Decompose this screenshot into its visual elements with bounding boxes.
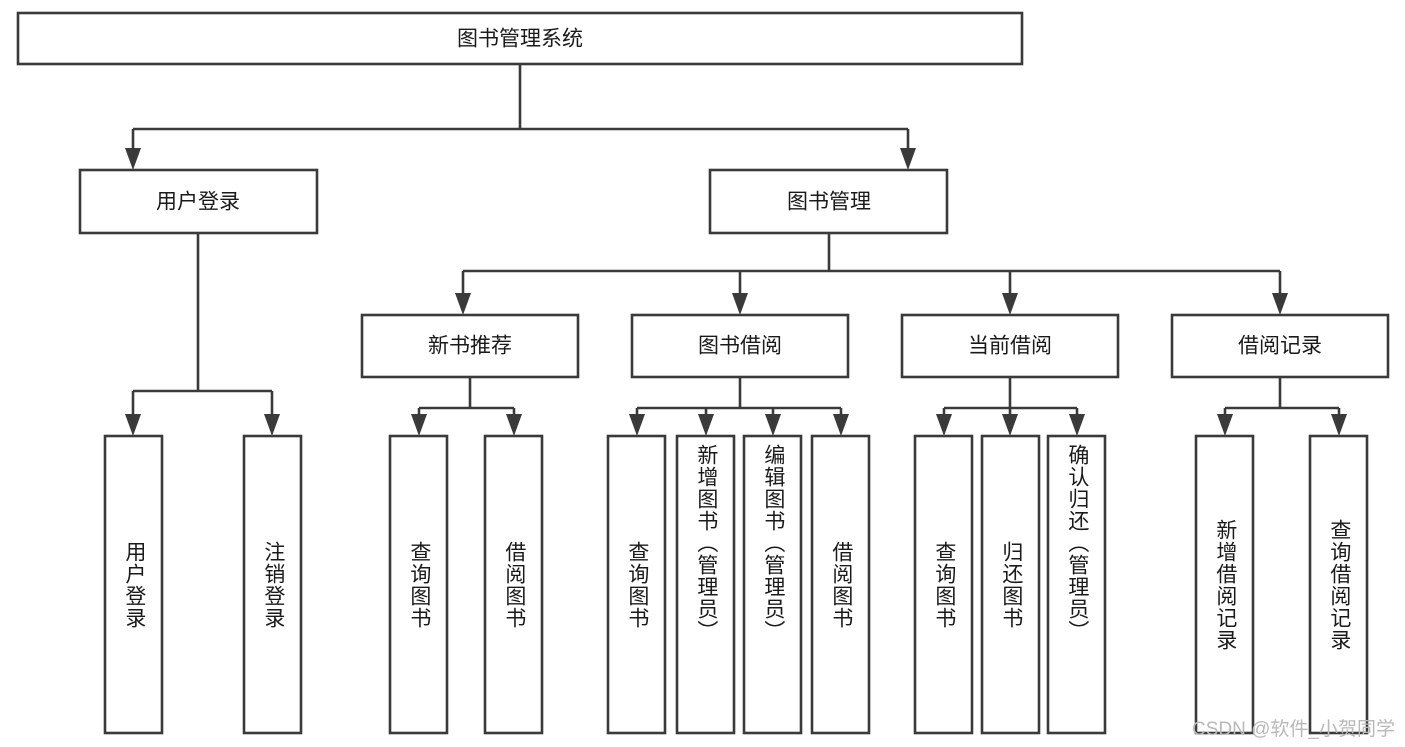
arrow-icon xyxy=(833,414,849,436)
arrow-icon xyxy=(411,414,427,436)
node-leaf-query-borrow-record-label-wrap: 查询借阅记录 xyxy=(1310,436,1367,733)
arrow-icon xyxy=(629,414,645,436)
node-leaf-add-book-admin-label: 新增图书（管理员） xyxy=(694,444,718,642)
node-new-book-recommend[interactable]: 新书推荐 xyxy=(360,313,580,379)
node-leaf-add-borrow-record-label: 新增借阅记录 xyxy=(1213,518,1237,651)
arrow-icon xyxy=(698,414,714,436)
node-leaf-add-borrow-record-label-wrap: 新增借阅记录 xyxy=(1196,436,1253,733)
arrow-icon xyxy=(264,414,280,436)
arrow-icon xyxy=(936,414,952,436)
connector-bookmgmt-to-level2 xyxy=(455,233,1288,315)
node-leaf-return-book[interactable] xyxy=(980,434,1041,735)
arrow-icon xyxy=(1002,293,1018,315)
node-leaf-return-book-label-wrap: 归还图书 xyxy=(982,436,1039,733)
node-leaf-borrow-book-1-label: 借阅图书 xyxy=(502,540,526,629)
arrow-icon xyxy=(900,148,916,170)
node-leaf-query-borrow-record[interactable] xyxy=(1308,434,1369,735)
node-book-borrow[interactable]: 图书借阅 xyxy=(630,313,850,379)
node-leaf-borrow-book-1[interactable] xyxy=(483,434,544,735)
node-book-management[interactable]: 图书管理 xyxy=(708,168,949,235)
node-leaf-borrow-book-2[interactable] xyxy=(810,434,871,735)
node-borrow-record-label: 借阅记录 xyxy=(1238,335,1322,358)
node-leaf-query-book-3[interactable] xyxy=(913,434,974,735)
arrow-icon xyxy=(1069,414,1085,436)
arrow-icon xyxy=(1272,293,1288,315)
node-leaf-query-book-1[interactable] xyxy=(388,434,449,735)
connector-newbook-to-leaves xyxy=(411,377,522,436)
arrow-icon xyxy=(125,414,141,436)
node-leaf-query-book-2[interactable] xyxy=(606,434,667,735)
node-leaf-logout-label: 注销登录 xyxy=(261,540,285,629)
arrow-icon xyxy=(732,293,748,315)
node-current-borrow-label: 当前借阅 xyxy=(968,335,1052,358)
connector-currentborrow-to-leaves xyxy=(936,377,1085,436)
node-leaf-add-book-admin-label-wrap: 新增图书（管理员） xyxy=(677,444,734,733)
node-leaf-query-borrow-record-label: 查询借阅记录 xyxy=(1327,518,1351,651)
node-root-label: 图书管理系统 xyxy=(457,28,583,51)
arrow-icon xyxy=(1002,414,1018,436)
arrow-icon xyxy=(125,148,141,170)
node-leaf-edit-book-admin[interactable] xyxy=(742,434,803,735)
connector-userlogin-to-leaves xyxy=(125,233,280,436)
connector-root-to-level1 xyxy=(125,64,916,170)
arrow-icon xyxy=(765,414,781,436)
node-leaf-borrow-book-2-label: 借阅图书 xyxy=(829,540,853,629)
node-leaf-edit-book-admin-label-wrap: 编辑图书（管理员） xyxy=(744,444,801,733)
node-leaf-query-book-2-label: 查询图书 xyxy=(625,540,649,629)
connector-borrowrecord-to-leaves xyxy=(1217,377,1347,436)
node-current-borrow[interactable]: 当前借阅 xyxy=(900,313,1120,379)
arrow-icon xyxy=(506,414,522,436)
node-leaf-user-login-label: 用户登录 xyxy=(122,540,146,629)
node-leaf-borrow-book-1-label-wrap: 借阅图书 xyxy=(485,436,542,733)
node-leaf-borrow-book-2-label-wrap: 借阅图书 xyxy=(812,436,869,733)
node-leaf-query-book-3-label-wrap: 查询图书 xyxy=(915,436,972,733)
node-leaf-logout[interactable] xyxy=(242,434,303,735)
node-leaf-query-book-1-label: 查询图书 xyxy=(407,540,431,629)
node-leaf-confirm-return-admin[interactable] xyxy=(1046,434,1107,735)
node-leaf-user-login[interactable] xyxy=(103,434,164,735)
node-leaf-user-login-label-wrap: 用户登录 xyxy=(105,436,162,733)
node-book-borrow-label: 图书借阅 xyxy=(698,335,782,358)
node-leaf-logout-label-wrap: 注销登录 xyxy=(244,436,301,733)
node-leaf-edit-book-admin-label: 编辑图书（管理员） xyxy=(761,444,785,642)
node-leaf-query-book-2-label-wrap: 查询图书 xyxy=(608,436,665,733)
node-leaf-confirm-return-admin-label: 确认归还（管理员） xyxy=(1065,444,1089,642)
node-borrow-record[interactable]: 借阅记录 xyxy=(1170,313,1390,379)
node-new-book-recommend-label: 新书推荐 xyxy=(428,335,512,358)
arrow-icon xyxy=(1331,414,1347,436)
node-leaf-query-book-3-label: 查询图书 xyxy=(932,540,956,629)
node-leaf-return-book-label: 归还图书 xyxy=(999,540,1023,629)
node-leaf-add-borrow-record[interactable] xyxy=(1194,434,1255,735)
node-book-management-label: 图书管理 xyxy=(787,191,871,214)
node-user-login[interactable]: 用户登录 xyxy=(78,168,319,235)
node-leaf-add-book-admin[interactable] xyxy=(675,434,736,735)
connector-bookborrow-to-leaves xyxy=(629,377,849,436)
node-root-book-management-system[interactable]: 图书管理系统 xyxy=(16,11,1024,66)
arrow-icon xyxy=(1217,414,1233,436)
node-user-login-label: 用户登录 xyxy=(156,191,240,214)
arrow-icon xyxy=(455,293,471,315)
node-leaf-confirm-return-admin-label-wrap: 确认归还（管理员） xyxy=(1048,444,1105,733)
node-leaf-query-book-1-label-wrap: 查询图书 xyxy=(390,436,447,733)
